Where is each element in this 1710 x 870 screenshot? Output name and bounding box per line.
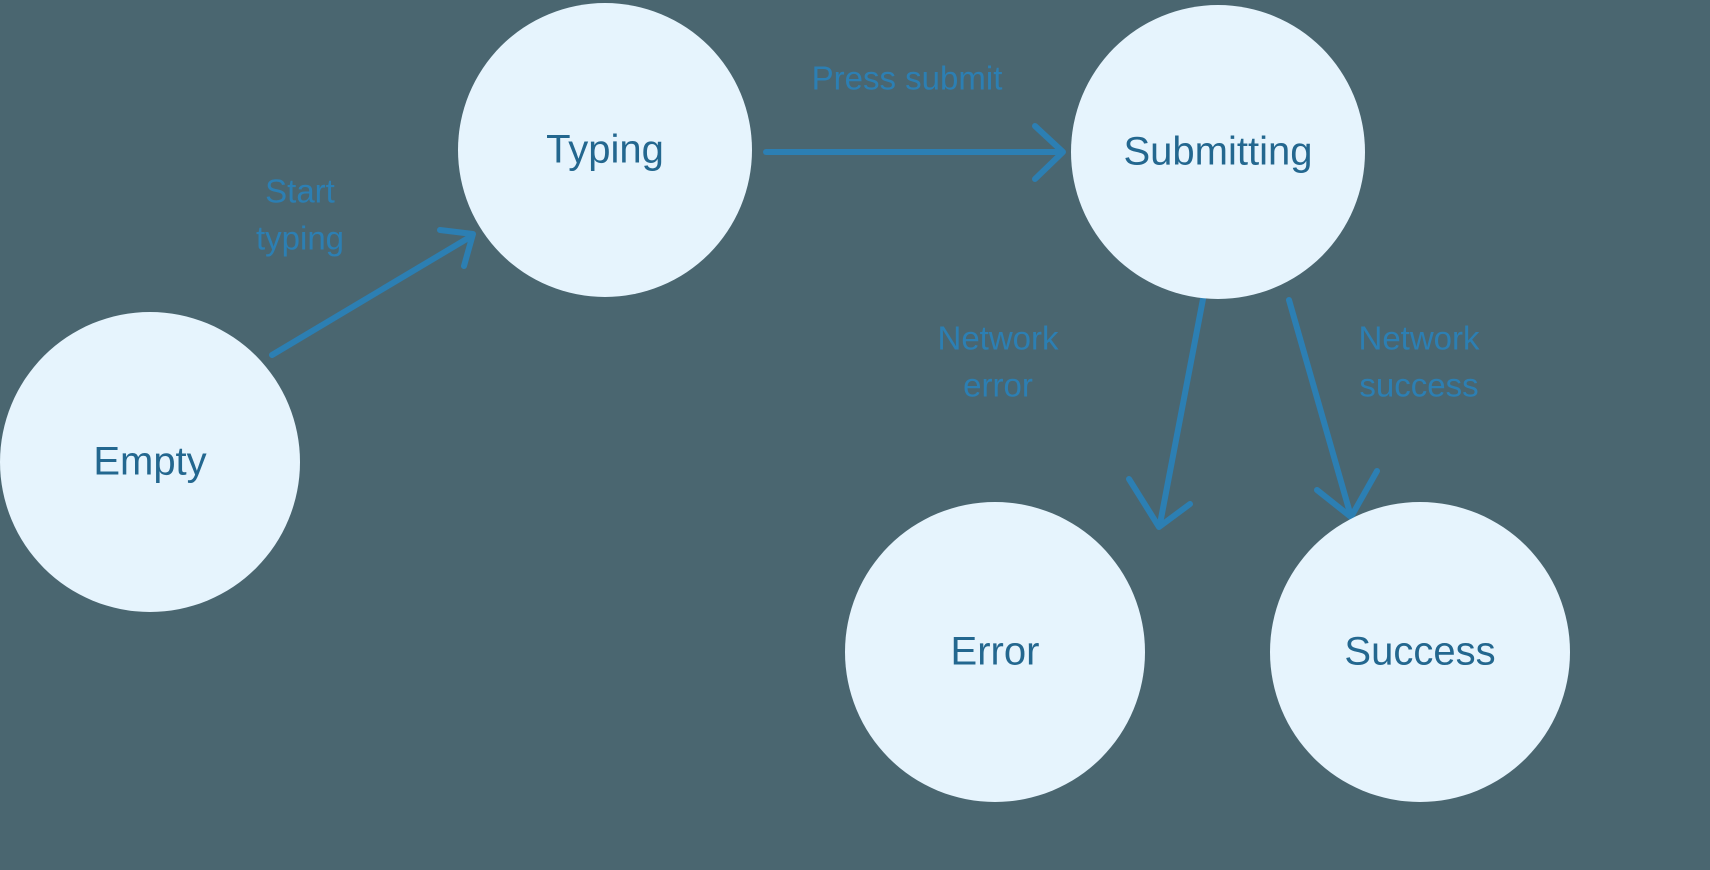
node-label-typing: Typing — [546, 128, 664, 172]
node-submitting[interactable]: Submitting — [1071, 5, 1365, 299]
arrowhead-submitting-to-success — [1314, 468, 1380, 520]
node-label-error: Error — [951, 630, 1040, 674]
edge-label-network-success-line1: Network — [1358, 320, 1480, 357]
node-success[interactable]: Success — [1270, 502, 1570, 802]
arrowhead-typing-to-submitting — [1032, 123, 1066, 182]
edge-line-submitting-to-success — [1286, 297, 1353, 516]
node-circle-error — [845, 502, 1145, 802]
edge-label-start-typing-line2: typing — [256, 220, 344, 257]
edge-label-network-success-line2: success — [1359, 367, 1478, 404]
arrowhead-empty-to-typing — [437, 227, 476, 269]
edge-submitting-to-error[interactable] — [1126, 296, 1206, 530]
edge-typing-to-submitting[interactable] — [763, 123, 1066, 182]
edge-empty-to-typing[interactable] — [269, 227, 476, 358]
edge-label-start-typing-line1: Start — [265, 173, 335, 210]
edge-submitting-to-success[interactable] — [1286, 297, 1380, 520]
node-error[interactable]: Error — [845, 502, 1145, 802]
edge-label-network-error-line1: Network — [937, 320, 1059, 357]
node-circle-typing — [458, 3, 752, 297]
arrowhead-submitting-to-error — [1126, 476, 1193, 530]
node-empty[interactable]: Empty — [0, 312, 300, 612]
node-circle-success — [1270, 502, 1570, 802]
node-label-empty: Empty — [93, 440, 206, 484]
node-circle-empty — [0, 312, 300, 612]
node-typing[interactable]: Typing — [458, 3, 752, 297]
edge-label-network-error-line2: error — [963, 367, 1033, 404]
node-label-submitting: Submitting — [1124, 130, 1313, 174]
node-circle-submitting — [1071, 5, 1365, 299]
edge-line-submitting-to-error — [1157, 296, 1206, 527]
node-label-success: Success — [1344, 630, 1495, 674]
edge-line-empty-to-typing — [269, 234, 473, 358]
edge-label-press-submit: Press submit — [812, 60, 1003, 97]
